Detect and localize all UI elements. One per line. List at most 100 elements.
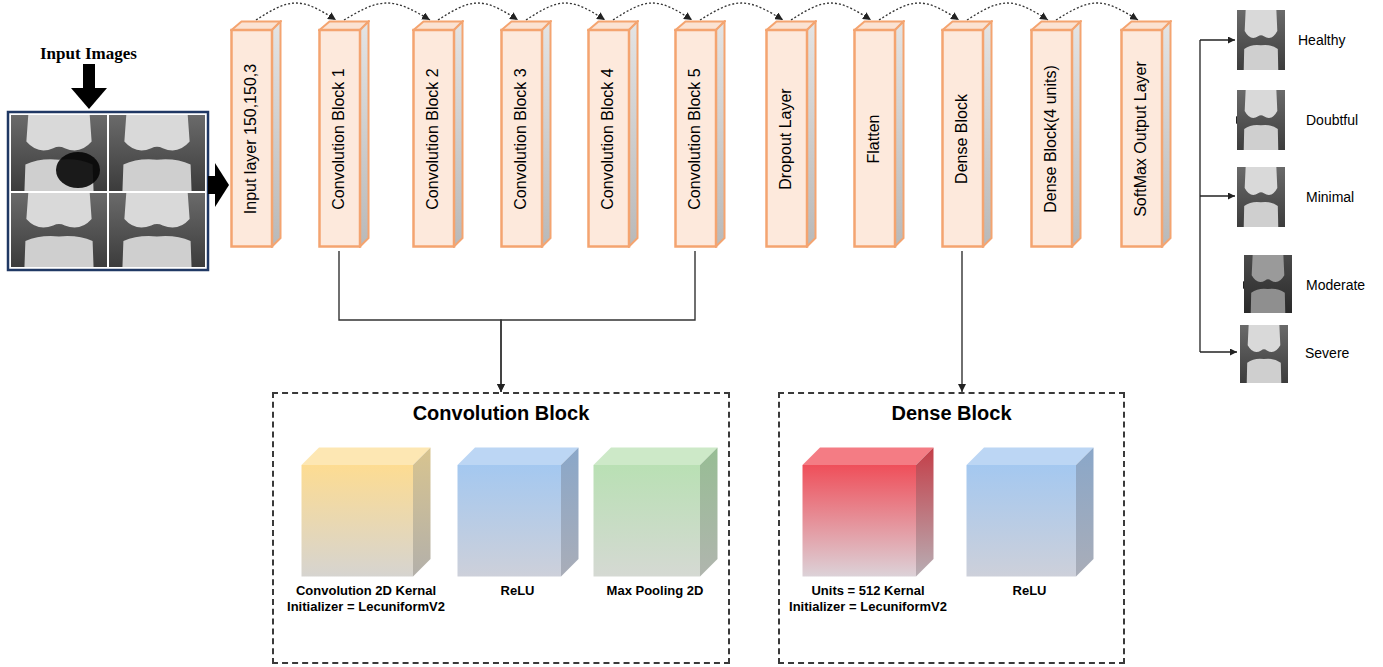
cube-shape <box>966 447 1094 577</box>
block-face: SoftMax Output Layer <box>1120 30 1162 248</box>
block-side-face <box>1072 22 1081 247</box>
block-side-face <box>716 22 725 247</box>
block-side-face <box>807 22 816 247</box>
bracket-arrow <box>1200 195 1235 196</box>
flow-arc <box>879 3 959 20</box>
operation-cube: ReLU <box>962 447 1097 599</box>
input-image-grid <box>8 112 208 270</box>
layer-block: Dropout Layer <box>765 20 817 248</box>
detail-arrow <box>961 251 962 392</box>
block-face: Input layer 150,150,3 <box>230 30 272 248</box>
flow-arc <box>526 3 605 20</box>
label-slot: Doubtful <box>1306 111 1358 129</box>
cube-top-face <box>803 448 934 466</box>
cube-front-face <box>457 465 561 577</box>
knee-xray <box>1237 10 1285 70</box>
block-side-face <box>360 22 369 247</box>
layer-label: SoftMax Output Layer <box>1132 61 1150 217</box>
grid-frame <box>8 112 208 270</box>
label-slot: Minimal <box>1306 188 1354 206</box>
block-front-face <box>767 30 808 247</box>
cube-side-face <box>916 448 934 577</box>
arrow-shaft <box>208 176 216 194</box>
knee-xray <box>11 193 107 267</box>
knee-xray <box>1237 167 1285 227</box>
cube-top-face <box>593 448 717 466</box>
layer-block: Dense Block(4 units) <box>1030 20 1082 248</box>
class-label: Doubtful <box>1306 112 1358 128</box>
layer-label: Convolution Block 2 <box>424 68 442 209</box>
block-detail-panel: Dense BlockUnits = 512 Kernal Initialize… <box>778 392 1125 664</box>
knee-xray <box>109 193 205 267</box>
layer-label: Dropout Layer <box>777 88 795 189</box>
block-face: Convolution Block 4 <box>587 30 629 248</box>
layer-block: Input layer 150,150,3 <box>230 20 282 248</box>
layer-block: SoftMax Output Layer <box>1120 20 1172 248</box>
layer-label: Input layer 150,150,3 <box>242 64 260 214</box>
block-front-face <box>589 30 630 247</box>
flow-arc <box>256 3 336 20</box>
block-front-face <box>1032 30 1073 247</box>
block-face: Convolution Block 5 <box>674 30 716 248</box>
bracket-arrow <box>1200 39 1235 40</box>
knee-xray <box>11 115 107 191</box>
arrow-head <box>215 163 229 207</box>
block-face: Convolution Block 2 <box>412 30 454 248</box>
flow-arc <box>438 3 518 20</box>
label-slot: Input Images <box>40 44 137 64</box>
layer-block: Convolution Block 4 <box>587 20 639 248</box>
input-arrow <box>71 64 107 109</box>
block-side-face <box>454 22 463 247</box>
knee-xray <box>1240 325 1288 383</box>
cube-side-face <box>700 448 718 577</box>
layer-label: Flatten <box>865 115 883 164</box>
block-side-face <box>272 22 281 247</box>
detail-arrow <box>339 251 501 392</box>
arrow-shaft <box>83 64 95 88</box>
class-label: Minimal <box>1306 189 1354 205</box>
figure-heading: Input Images <box>40 44 137 63</box>
operation-label: ReLU <box>962 583 1097 599</box>
block-face: Dropout Layer <box>765 30 807 248</box>
block-front-face <box>502 30 543 247</box>
cube-top-face <box>457 448 578 466</box>
operation-label: ReLU <box>455 583 580 599</box>
label-slot: Moderate <box>1306 276 1365 294</box>
block-detail-panel: Convolution BlockConvolution 2D Kernal I… <box>272 392 730 664</box>
block-front-face <box>855 30 896 247</box>
layer-label: Convolution Block 1 <box>330 68 348 209</box>
layer-label: Convolution Block 4 <box>599 68 617 209</box>
cube-front-face <box>302 465 414 577</box>
flow-arc <box>791 3 871 20</box>
detail-arrow <box>501 251 695 392</box>
knee-xray <box>1237 90 1285 150</box>
block-front-face <box>943 30 984 247</box>
operation-label: Units = 512 Kernal Initializer = Lecunif… <box>783 583 953 616</box>
layer-block: Convolution Block 5 <box>674 20 726 248</box>
layer-label: Convolution Block 3 <box>512 68 530 209</box>
block-side-face <box>629 22 638 247</box>
cube-side-face <box>561 448 579 577</box>
block-side-face <box>983 22 992 247</box>
class-label: Severe <box>1305 345 1349 361</box>
cube-top-face <box>302 448 431 466</box>
layer-label: Dense Block <box>953 94 971 184</box>
label-slot: Severe <box>1305 344 1349 362</box>
cube-front-face <box>593 465 700 577</box>
block-side-face <box>542 22 551 247</box>
layer-block: Convolution Block 1 <box>318 20 370 248</box>
flow-arc <box>700 3 783 20</box>
panel-title: Dense Block <box>780 402 1123 425</box>
class-label: Healthy <box>1298 32 1345 48</box>
operation-cube: Convolution 2D Kernal Initializer = Lecu… <box>282 447 450 616</box>
block-front-face <box>676 30 717 247</box>
operation-label: Convolution 2D Kernal Initializer = Lecu… <box>282 583 450 616</box>
bracket-arrow <box>1200 351 1237 352</box>
knee-xray <box>109 115 205 191</box>
arrow-head <box>71 88 107 109</box>
flow-arc <box>967 3 1048 20</box>
operation-label: Max Pooling 2D <box>590 583 720 599</box>
block-face: Dense Block <box>941 30 983 248</box>
block-front-face <box>1122 30 1163 247</box>
output-thumbnails <box>1237 10 1292 383</box>
